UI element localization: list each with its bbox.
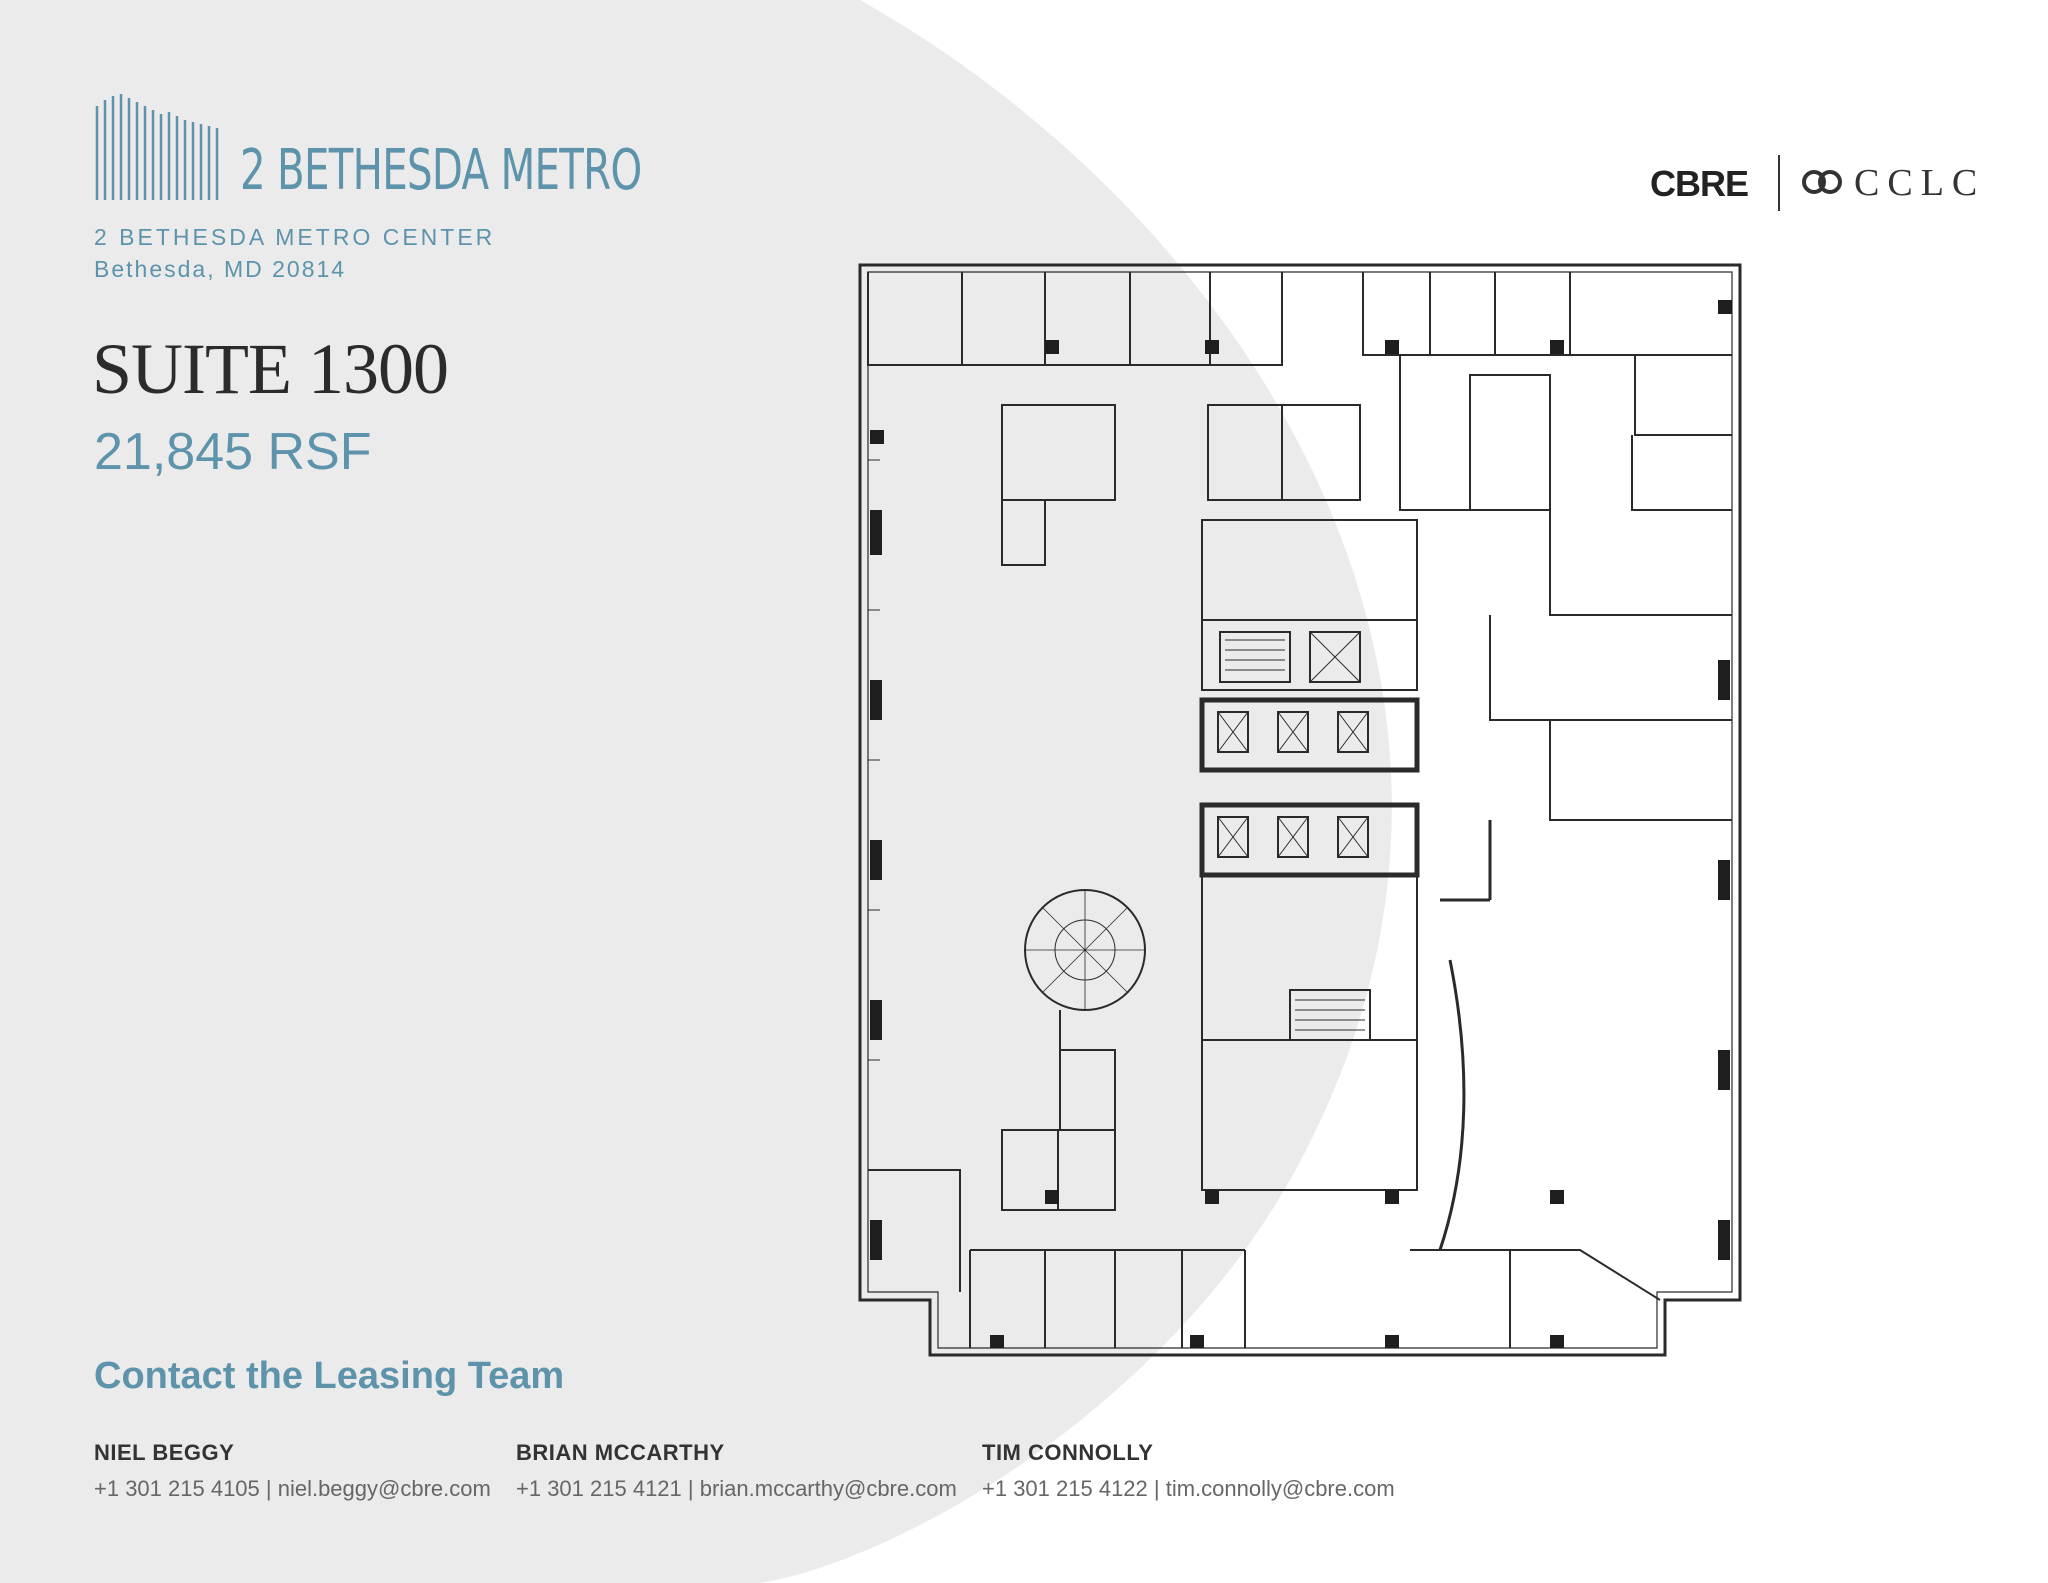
structural-columns — [870, 300, 1732, 1348]
brand-logo: 2 BETHESDA METRO — [94, 92, 642, 203]
floor-plan — [858, 263, 1742, 1357]
suite-area: 21,845 RSF — [94, 423, 372, 481]
contact-name: BRIAN MCCARTHY — [516, 1440, 725, 1465]
contact-person-1: NIEL BEGGY +1 301 215 4105 | niel.beggy@… — [94, 1440, 491, 1502]
cbre-logo: CBRE — [1650, 163, 1749, 204]
address-line-2: Bethesda, MD 20814 — [94, 256, 347, 282]
logo-divider — [1778, 155, 1780, 211]
contact-person-2: BRIAN MCCARTHY +1 301 215 4121 | brian.m… — [516, 1440, 957, 1502]
building-bars-icon — [95, 94, 219, 200]
cclc-rings-icon — [1802, 170, 1842, 194]
contact-person-3: TIM CONNOLLY +1 301 215 4122 | tim.conno… — [982, 1440, 1395, 1502]
contact-name: TIM CONNOLLY — [982, 1440, 1154, 1465]
address-line-1: 2 BETHESDA METRO CENTER — [94, 224, 496, 250]
brand-name: 2 BETHESDA METRO — [240, 138, 642, 203]
contact-info[interactable]: +1 301 215 4121 | brian.mccarthy@cbre.co… — [516, 1476, 957, 1501]
contact-info[interactable]: +1 301 215 4105 | niel.beggy@cbre.com — [94, 1476, 491, 1501]
building-outline — [858, 263, 1742, 1357]
suite-area-highlight — [1270, 268, 1740, 1355]
contact-name: NIEL BEGGY — [94, 1440, 235, 1465]
cclc-logo: CCLC — [1854, 162, 1986, 204]
suite-title: SUITE 1300 — [92, 329, 449, 409]
partner-logos: CBRE CCLC — [1650, 155, 1990, 215]
contact-title: Contact the Leasing Team — [94, 1355, 565, 1397]
contact-info[interactable]: +1 301 215 4122 | tim.connolly@cbre.com — [982, 1476, 1395, 1501]
